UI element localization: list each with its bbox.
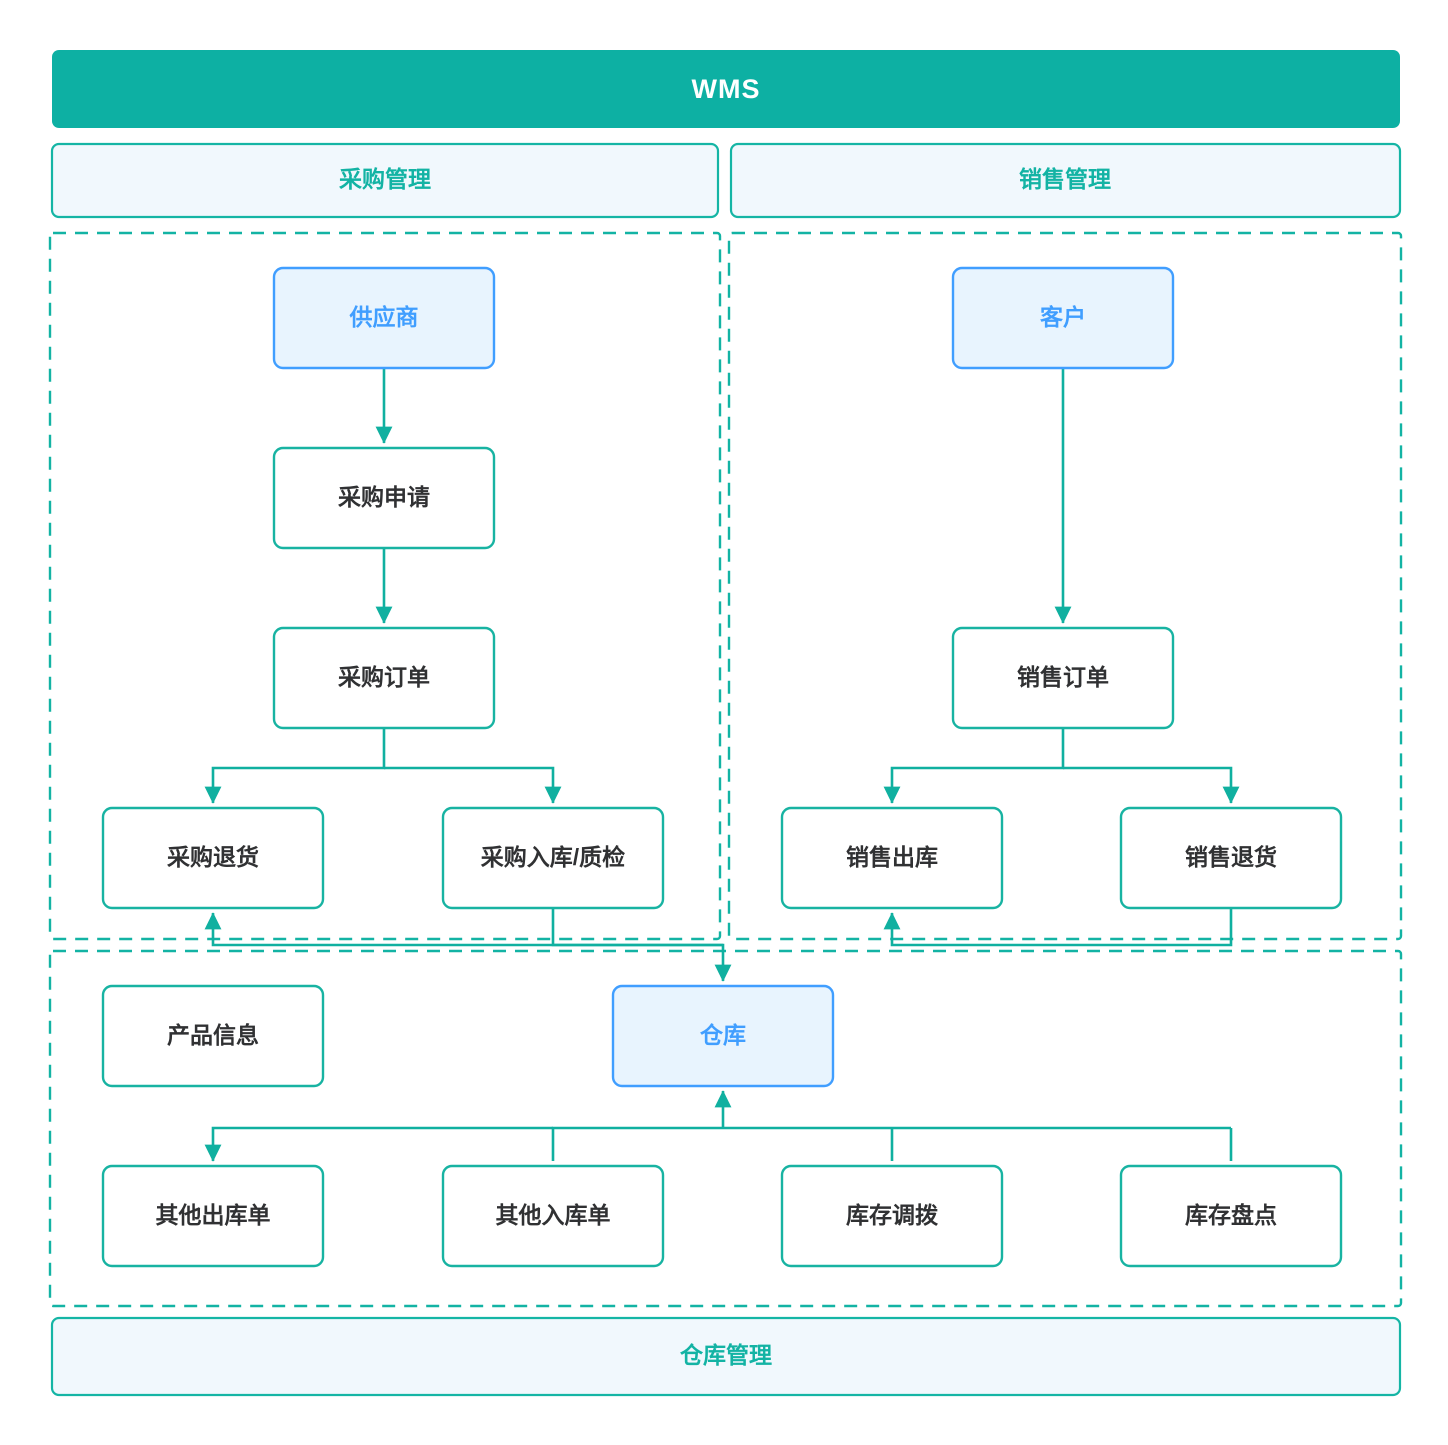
- node-product-info[interactable]: 产品信息: [101, 984, 325, 1088]
- node-warehouse[interactable]: 仓库: [611, 984, 835, 1088]
- group-footer-warehouse-label: 仓库管理: [679, 1342, 772, 1368]
- node-other-out[interactable]: 其他出库单: [101, 1164, 325, 1268]
- node-purchase-req[interactable]: 采购申请: [272, 446, 496, 550]
- node-other-out-label: 其他出库单: [156, 1202, 271, 1228]
- connectors: [204, 368, 1240, 1162]
- node-stock-transfer-label: 库存调拨: [846, 1202, 939, 1228]
- wms-header-label: WMS: [692, 74, 761, 104]
- group-header-purchase-label: 采购管理: [339, 166, 431, 192]
- group-footer-warehouse: 仓库管理: [50, 1316, 1402, 1397]
- node-product-info-box[interactable]: [101, 984, 325, 1088]
- node-purchase-in-label: 采购入库/质检: [481, 844, 625, 870]
- edge-purchase-order-to-purchase-in: [384, 766, 562, 804]
- node-supplier-label: 供应商: [349, 304, 419, 330]
- node-sales-return-label: 销售退货: [1185, 844, 1277, 870]
- node-other-out-box[interactable]: [101, 1164, 325, 1268]
- node-warehouse-label: 仓库: [699, 1022, 746, 1048]
- group-footer-warehouse-bg: [50, 1316, 1402, 1397]
- node-purchase-return[interactable]: 采购退货: [101, 806, 325, 910]
- node-supplier-box[interactable]: [272, 266, 496, 370]
- node-customer-label: 客户: [1040, 304, 1086, 330]
- node-purchase-in[interactable]: 采购入库/质检: [441, 806, 665, 910]
- group-header-sales-bg: [729, 142, 1402, 219]
- node-other-in-box[interactable]: [441, 1164, 665, 1268]
- node-sales-order[interactable]: 销售订单: [951, 626, 1175, 730]
- node-customer[interactable]: 客户: [951, 266, 1175, 370]
- node-stock-transfer[interactable]: 库存调拨: [780, 1164, 1004, 1268]
- node-sales-return-box[interactable]: [1119, 806, 1343, 910]
- edge-sales-order-to-sales-return: [1063, 766, 1240, 804]
- node-purchase-return-box[interactable]: [101, 806, 325, 910]
- group-header-sales-label: 销售管理: [1019, 166, 1111, 192]
- node-other-in-label: 其他入库单: [496, 1202, 611, 1228]
- node-stock-transfer-box[interactable]: [780, 1164, 1004, 1268]
- wms-header-bg: [52, 50, 1400, 128]
- group-header-purchase: 采购管理: [50, 142, 720, 219]
- node-purchase-req-label: 采购申请: [338, 484, 430, 510]
- node-purchase-order[interactable]: 采购订单: [272, 626, 496, 730]
- purchase-region-outline: [48, 231, 722, 941]
- group-header-purchase-bg: [50, 142, 720, 219]
- node-purchase-order-label: 采购订单: [338, 664, 430, 690]
- node-purchase-in-box[interactable]: [441, 806, 665, 910]
- sales-region-outline: [727, 231, 1403, 941]
- node-sales-out-label: 销售出库: [846, 844, 938, 870]
- node-sales-out-box[interactable]: [780, 806, 1004, 910]
- node-warehouse-box[interactable]: [611, 984, 835, 1088]
- edge-purchase-order-to-purchase-return: [204, 728, 386, 804]
- node-sales-out[interactable]: 销售出库: [780, 806, 1004, 910]
- node-stock-count-box[interactable]: [1119, 1164, 1343, 1268]
- node-purchase-order-box[interactable]: [272, 626, 496, 730]
- node-stock-count[interactable]: 库存盘点: [1119, 1164, 1343, 1268]
- group-header-sales: 销售管理: [729, 142, 1402, 219]
- node-product-info-label: 产品信息: [167, 1022, 259, 1048]
- edge-sales-return-to-sales-out: [883, 908, 1233, 947]
- node-stock-count-label: 库存盘点: [1185, 1202, 1277, 1228]
- node-sales-return[interactable]: 销售退货: [1119, 806, 1343, 910]
- warehouse-region-outline: [48, 949, 1403, 1308]
- node-sales-order-label: 销售订单: [1017, 664, 1109, 690]
- edge-warehouse-to-other-out: [204, 1126, 553, 1162]
- wms-header: WMS: [52, 50, 1400, 128]
- node-other-in[interactable]: 其他入库单: [441, 1164, 665, 1268]
- node-customer-box[interactable]: [951, 266, 1175, 370]
- node-sales-order-box[interactable]: [951, 626, 1175, 730]
- edge-sales-order-to-sales-out: [883, 728, 1065, 804]
- node-purchase-req-box[interactable]: [272, 446, 496, 550]
- node-supplier[interactable]: 供应商: [272, 266, 496, 370]
- node-purchase-return-label: 采购退货: [167, 844, 259, 870]
- edge-warehouse-to-purchase-return: [204, 912, 723, 947]
